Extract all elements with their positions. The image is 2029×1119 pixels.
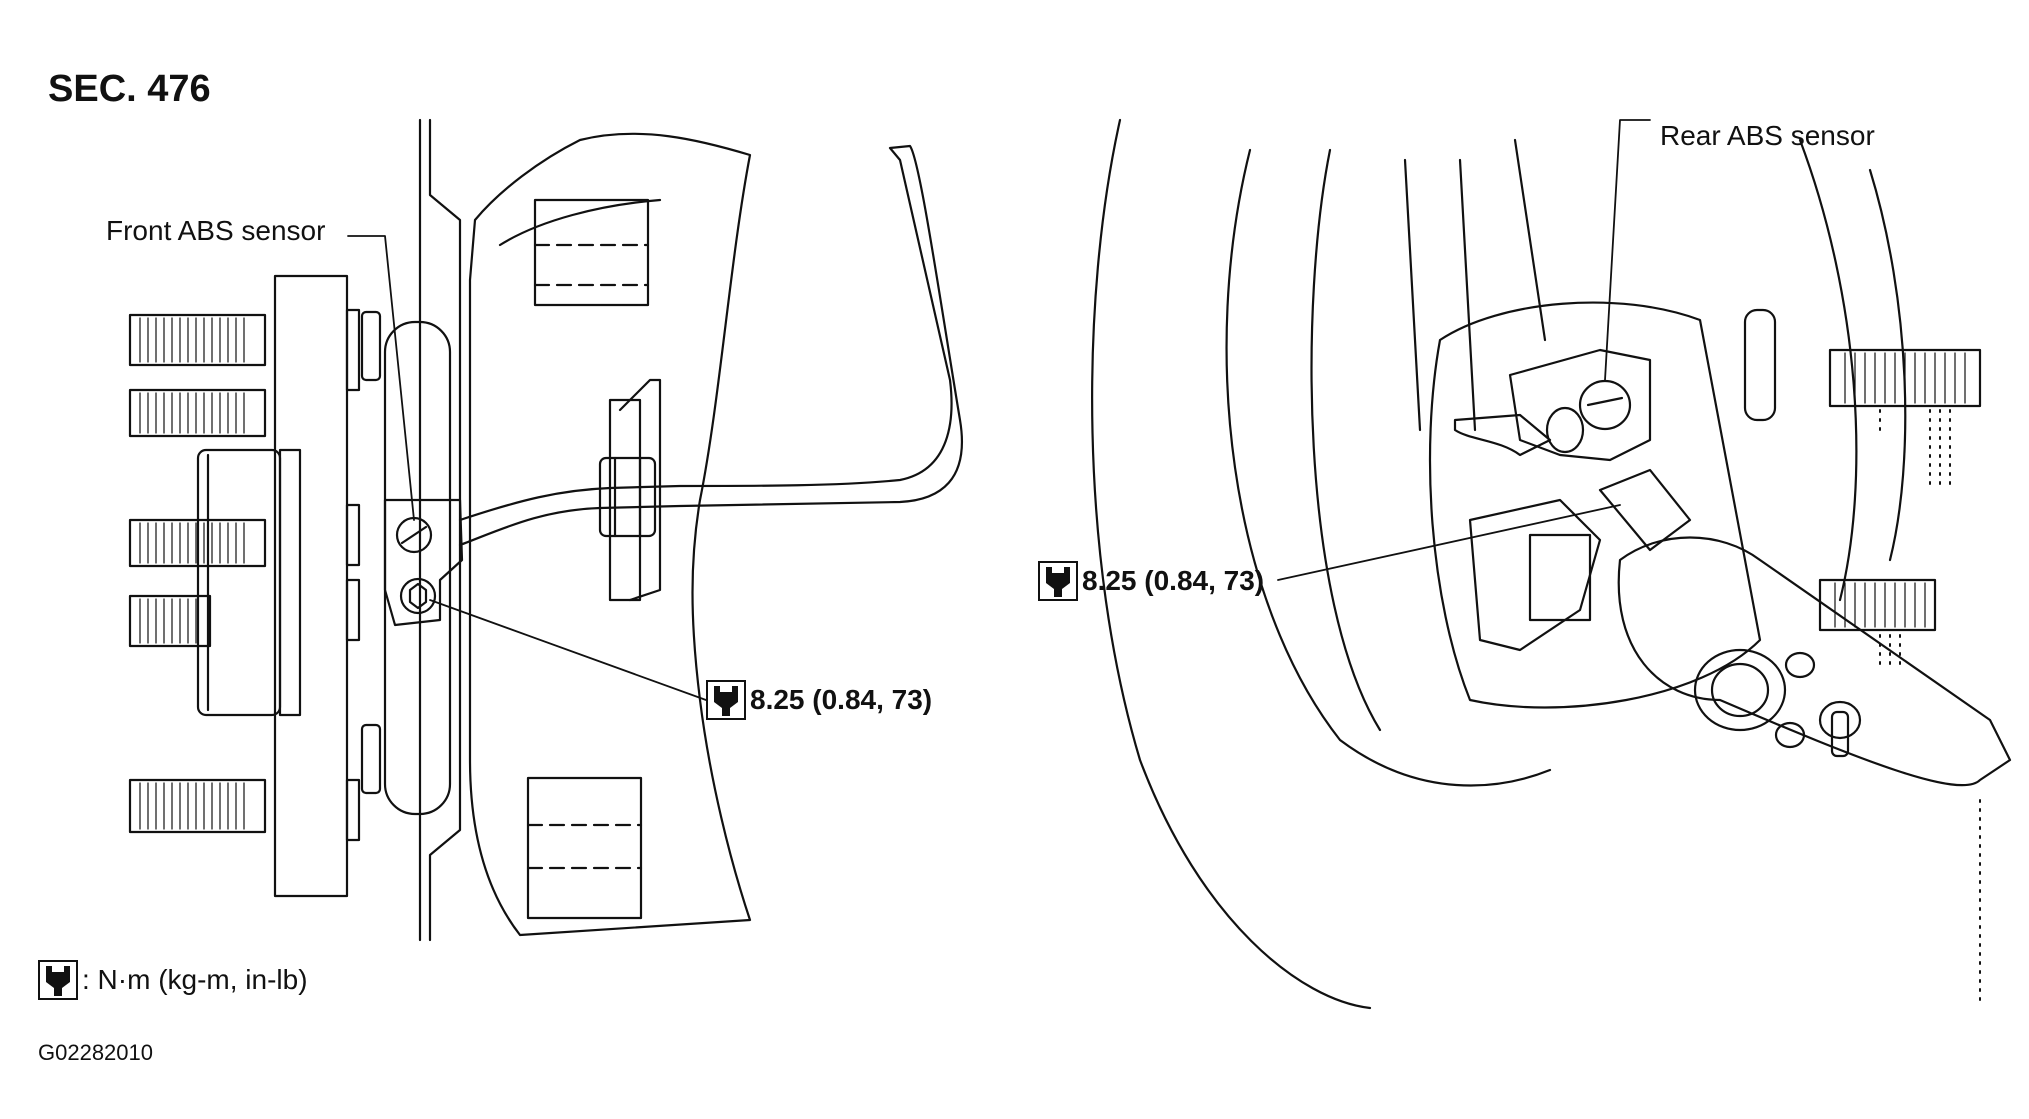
- torque-wrench-icon: [38, 960, 78, 1000]
- front-torque-value: 8.25 (0.84, 73): [750, 684, 933, 715]
- rear-abs-sensor-label: Rear ABS sensor: [1660, 120, 1875, 151]
- rear-hub-assembly: [1091, 118, 2012, 1010]
- front-wheel-studs: [128, 313, 267, 834]
- front-hub-assembly: [128, 274, 452, 898]
- torque-unit-legend: : N·m (kg-m, in-lb): [38, 960, 308, 1000]
- section-title: SEC. 476: [48, 68, 211, 110]
- front-backing-plate: [418, 118, 462, 942]
- rear-torque-value: 8.25 (0.84, 73): [1082, 565, 1265, 596]
- front-abs-sensor: [383, 144, 963, 627]
- front-torque-callout: 8.25 (0.84, 73): [706, 680, 932, 720]
- rear-torque-callout: 8.25 (0.84, 73): [1038, 561, 1264, 601]
- torque-wrench-icon: [706, 680, 746, 720]
- torque-wrench-icon: [1038, 561, 1078, 601]
- figure-code: G02282010: [38, 1040, 153, 1065]
- ratchet-wrench: [1598, 468, 2012, 787]
- front-abs-sensor-label: Front ABS sensor: [106, 215, 326, 246]
- legend-text: : N·m (kg-m, in-lb): [82, 964, 308, 995]
- front-strut-casting: [468, 132, 752, 937]
